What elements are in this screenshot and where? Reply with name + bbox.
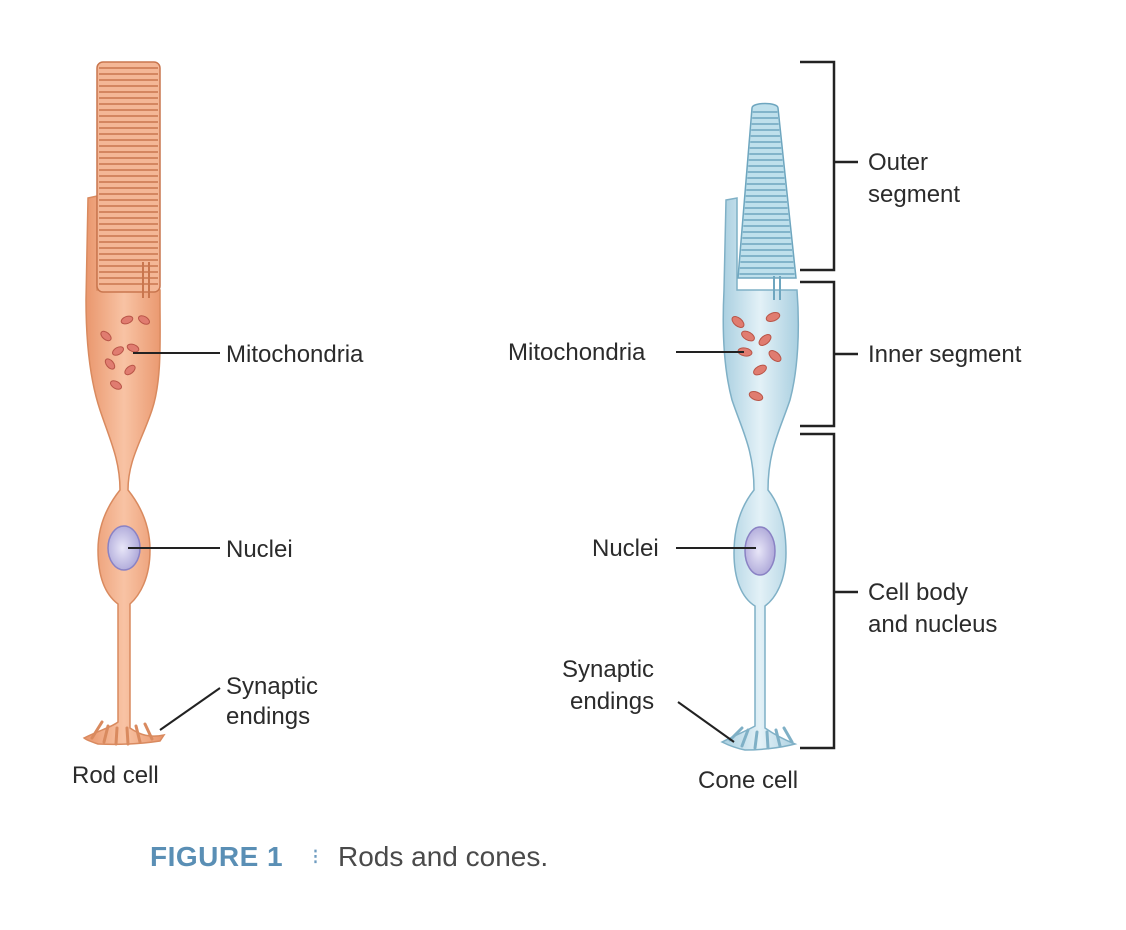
cone-cell-name: Cone cell	[698, 767, 798, 794]
caption-separator: ⁝	[312, 844, 319, 869]
rod-synaptic-leader	[159, 687, 221, 731]
cone-synaptic-leader	[677, 701, 735, 743]
segment-brackets: Outer segment Inner segment Cell body an…	[800, 60, 1022, 750]
rod-mitochondrion	[138, 315, 150, 325]
cone-mitochondrion	[765, 312, 781, 322]
caption-text: Rods and cones.	[338, 841, 548, 872]
rod-mitochondria-label: Mitochondria	[226, 341, 364, 368]
rod-cell-name: Rod cell	[72, 762, 159, 789]
cone-discs	[739, 111, 795, 275]
outer-segment-bracket	[800, 60, 858, 272]
rod-synaptic-label-line2: endings	[226, 703, 310, 730]
rod-mitochondria	[100, 315, 150, 390]
inner-segment-label: Inner segment	[868, 341, 1022, 368]
cone-mitochondrion	[753, 364, 767, 376]
cone-synaptic-label-line2: endings	[570, 688, 654, 715]
rod-cell	[82, 61, 166, 746]
cone-mitochondrion	[737, 347, 753, 357]
cone-mitochondrion	[768, 350, 782, 362]
cone-mitochondrion	[758, 334, 772, 346]
rod-synaptic-label-line1: Synaptic	[226, 673, 318, 700]
rod-mitochondrion	[104, 358, 116, 370]
rod-mitochondrion	[100, 330, 112, 342]
cone-labels: Mitochondria Nuclei Synaptic endings Con…	[508, 339, 798, 794]
outer-segment-label-line1: Outer	[868, 149, 928, 176]
outer-segment-label-line2: segment	[868, 181, 960, 208]
rod-labels: Mitochondria Nuclei Synaptic endings Rod…	[72, 341, 364, 789]
cone-cell	[720, 102, 800, 751]
cone-mitochondrion	[741, 330, 755, 342]
cone-cell-body	[720, 197, 800, 751]
rod-mitochondrion	[120, 315, 134, 325]
cone-mitochondria	[731, 312, 782, 401]
cell-body-label-line1: Cell body	[868, 579, 968, 606]
rod-mitochondrion	[124, 364, 136, 376]
cone-synaptic-label-line1: Synaptic	[562, 656, 654, 683]
cone-synaptic-terminal	[728, 726, 794, 750]
rod-mitochondrion	[110, 380, 122, 390]
rod-outer-segment	[96, 61, 161, 293]
cone-mitochondrion	[748, 391, 764, 401]
rod-mitochondrion	[112, 346, 124, 356]
cone-nucleus	[744, 526, 776, 576]
cone-nuclei-label: Nuclei	[592, 535, 659, 562]
cell-body-bracket	[800, 432, 858, 750]
rod-mitochondrion	[126, 343, 140, 353]
figure-caption: FIGURE 1 ⁝ Rods and cones.	[150, 841, 548, 872]
rod-nuclei-label: Nuclei	[226, 536, 293, 563]
rod-synaptic-terminal	[90, 720, 154, 746]
cone-mitochondrion	[731, 316, 745, 328]
caption-figure-label: FIGURE 1	[150, 841, 283, 872]
inner-segment-bracket	[800, 280, 858, 428]
cell-body-label-line2: and nucleus	[868, 611, 997, 638]
cone-mitochondria-label: Mitochondria	[508, 339, 646, 366]
